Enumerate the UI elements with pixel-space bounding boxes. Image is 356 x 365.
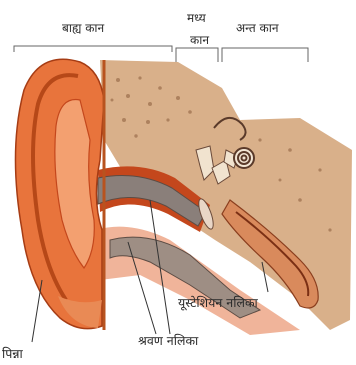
middle-ear-label-line1: मध्य: [187, 12, 206, 25]
eustachian-tube-label: यूस्टेशियन नलिका: [178, 296, 258, 309]
inner-ear-label: अन्त कान: [236, 22, 279, 35]
middle-ear-label-line2: कान: [190, 34, 209, 47]
inner-ear-bracket: [222, 48, 308, 62]
outer-ear-bracket: [14, 46, 172, 52]
pinna-leader: [32, 280, 42, 342]
outer-ear-label: बाह्य कान: [62, 22, 104, 35]
cochlea: [234, 148, 254, 168]
pinna-label: पिन्ना: [2, 347, 23, 360]
ear-canal-label: श्रवण नलिका: [138, 334, 198, 347]
middle-ear-bracket: [176, 48, 218, 62]
